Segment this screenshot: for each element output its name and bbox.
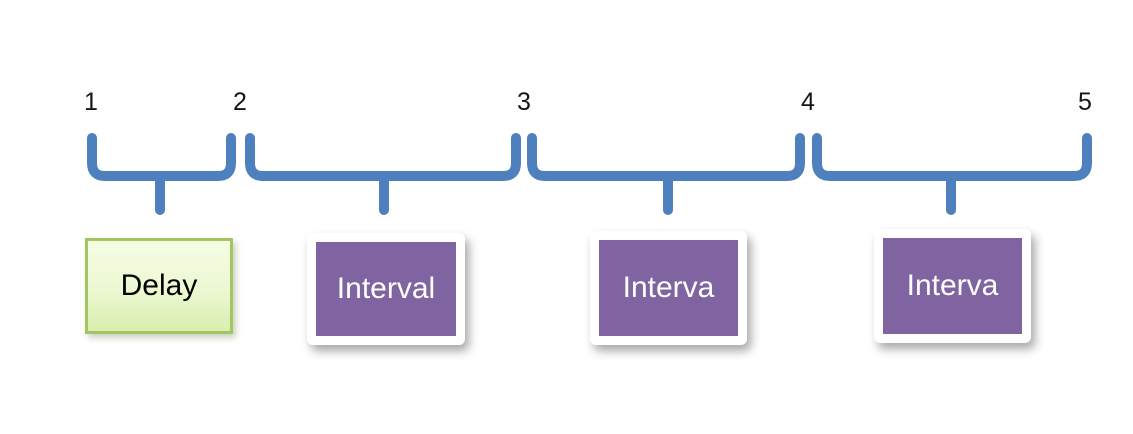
delay-box-label: Delay [120, 269, 198, 302]
brace-segment-4-icon [812, 133, 1092, 215]
interval-box-3-label: Interva [906, 269, 999, 302]
brace-segment-1-icon [87, 133, 236, 215]
timeline-marker-3: 3 [517, 88, 531, 116]
timeline-marker-5: 5 [1078, 88, 1092, 116]
brace-segment-2-icon [245, 133, 521, 215]
interval-box-3-fill: Interva [883, 238, 1022, 334]
brace-segment-3-icon [527, 133, 805, 215]
interval-box-1-fill: Interval [316, 242, 456, 336]
interval-box-2-fill: Interva [599, 240, 738, 336]
interval-box-1-label: Interval [336, 272, 436, 305]
delay-box: Delay [85, 238, 233, 334]
interval-box-2-label: Interva [622, 271, 715, 304]
timeline-marker-4: 4 [801, 88, 815, 116]
interval-box-1: Interval [307, 233, 465, 345]
timeline-marker-2: 2 [233, 88, 247, 116]
interval-box-2: Interva [590, 231, 747, 345]
timeline-marker-1: 1 [84, 88, 98, 116]
interval-box-3: Interva [874, 229, 1031, 343]
